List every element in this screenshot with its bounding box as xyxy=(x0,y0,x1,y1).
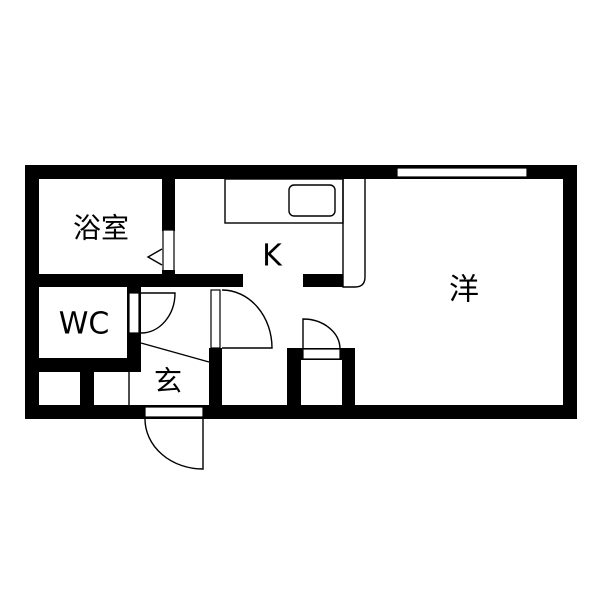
kitchen-door-swing xyxy=(221,289,273,349)
sink-icon xyxy=(288,184,336,217)
room-label-wc: WC xyxy=(59,307,110,342)
closet-divider xyxy=(80,372,94,406)
kitchen-wall-stub xyxy=(303,274,343,287)
front-door-swing xyxy=(144,418,204,470)
wc-door-swing xyxy=(140,292,176,334)
bath-bottom-wall xyxy=(38,274,243,287)
kitchen-door[interactable] xyxy=(210,289,221,349)
refrigerator-space xyxy=(342,179,366,288)
room-label-western: 洋 xyxy=(449,273,479,308)
bath-partition-wall xyxy=(162,179,175,231)
wc-bottom-wall xyxy=(38,358,141,372)
wc-door[interactable] xyxy=(128,292,140,334)
bath-door-marker-icon xyxy=(146,248,163,266)
closet-door-swing xyxy=(302,318,341,350)
closet-door[interactable] xyxy=(302,348,341,360)
entrance-right-wall xyxy=(209,348,222,406)
room-label-kitchen: K xyxy=(262,239,283,274)
bath-door[interactable] xyxy=(162,229,175,273)
entrance-step-line xyxy=(140,342,210,363)
room-label-entrance: 玄 xyxy=(154,365,182,398)
front-door[interactable] xyxy=(144,406,204,418)
room-label-bath: 浴室 xyxy=(73,212,129,245)
window xyxy=(396,167,528,178)
